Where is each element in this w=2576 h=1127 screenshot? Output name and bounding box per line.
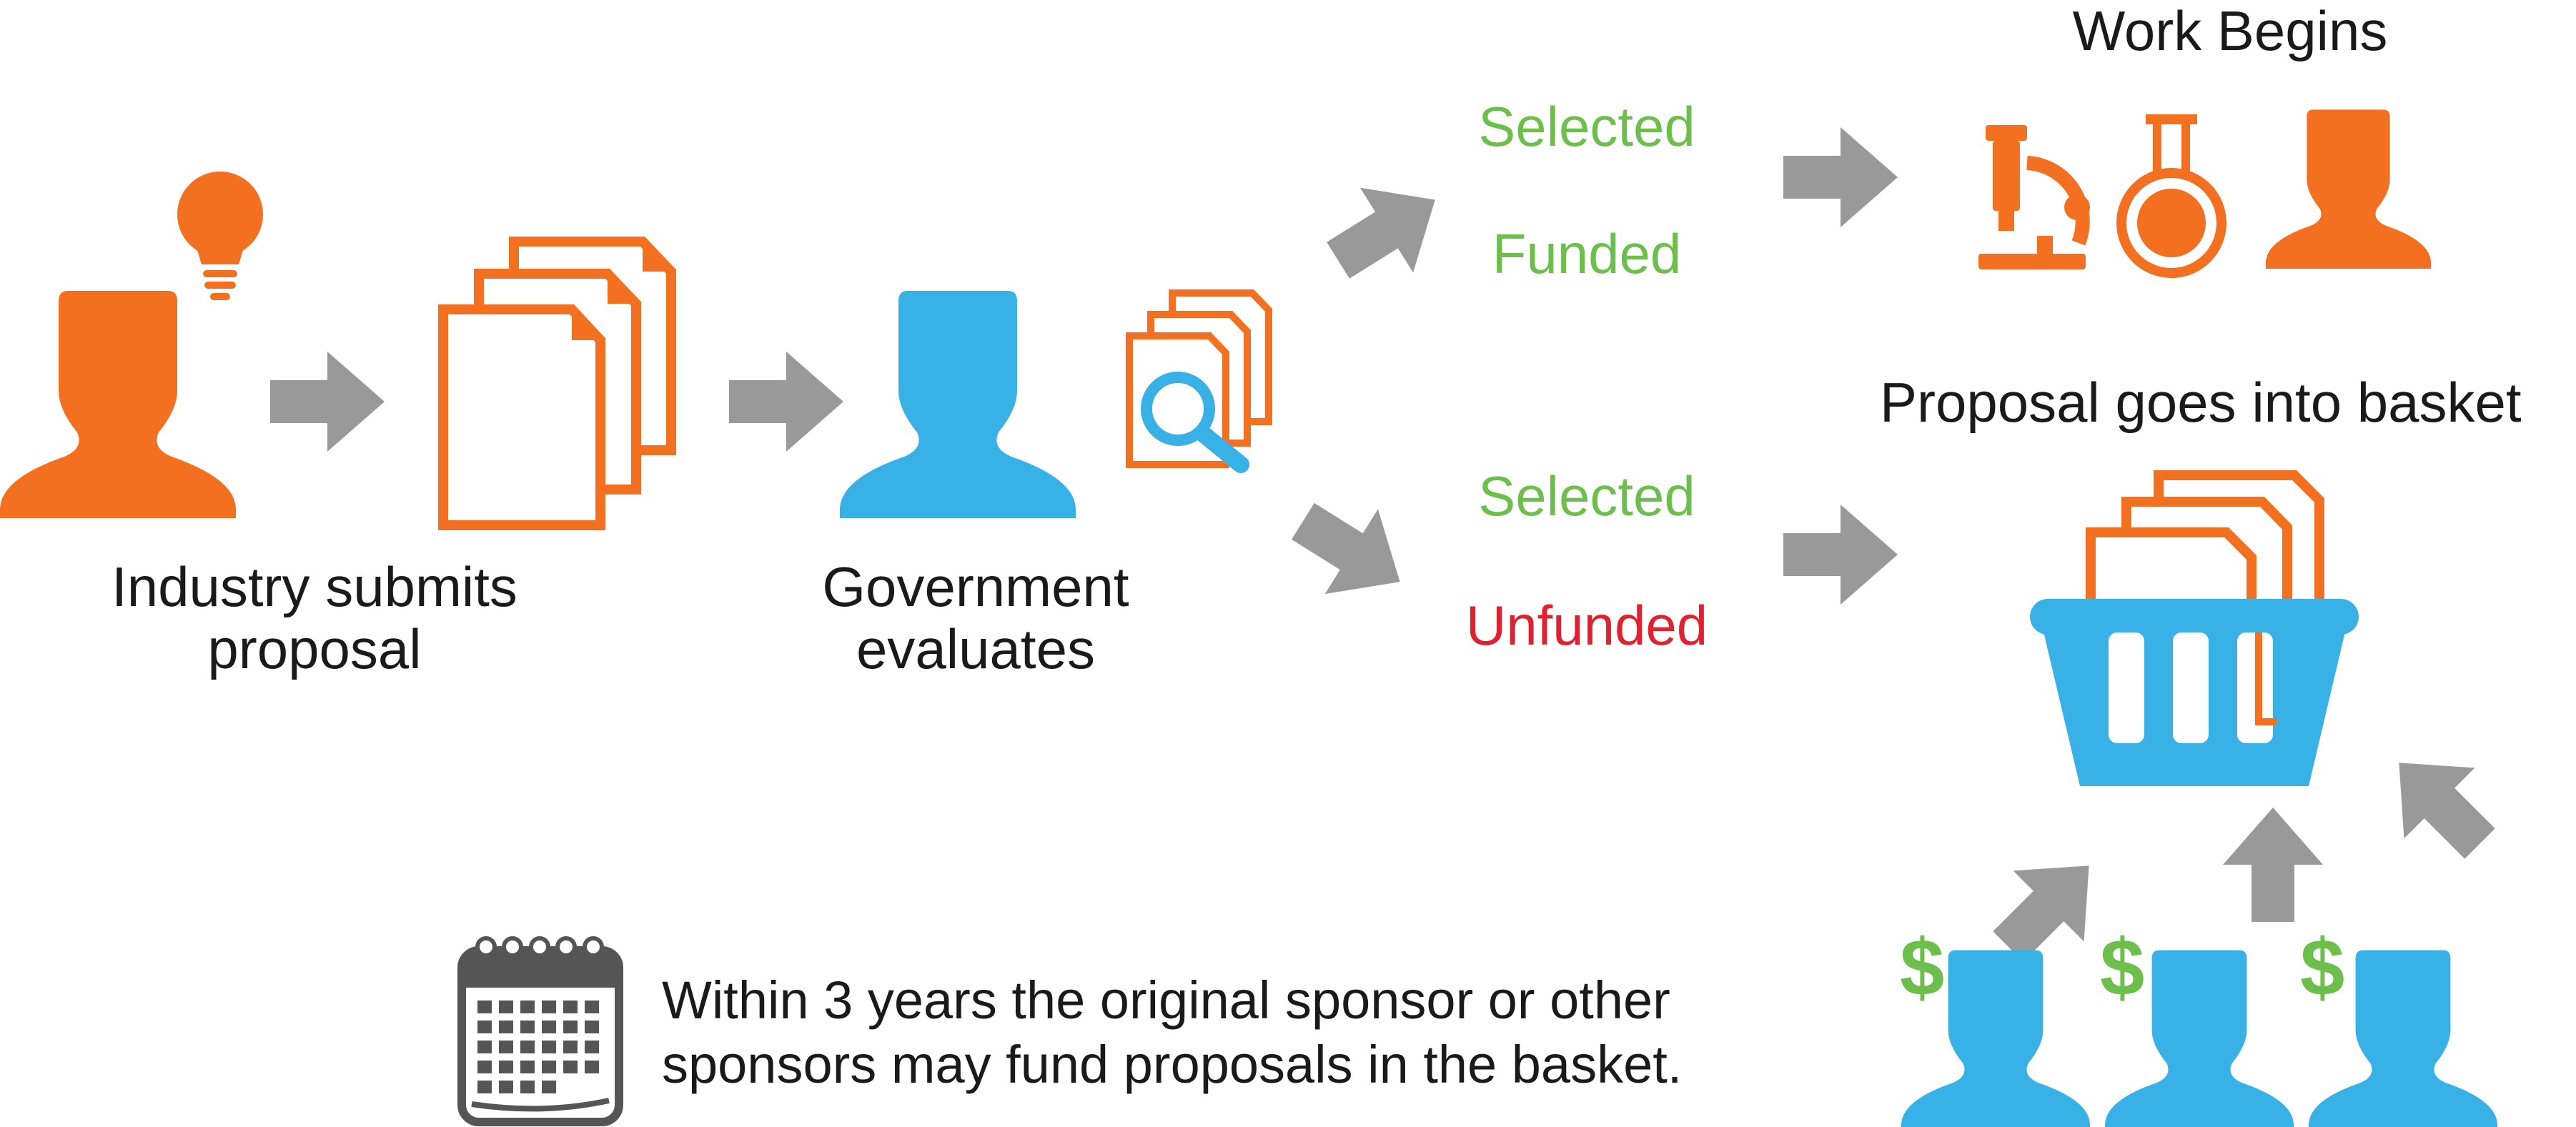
calendar-day — [542, 1001, 556, 1013]
calendar-day — [499, 1061, 513, 1073]
calendar-day — [477, 1001, 492, 1013]
work-begins-label: Work Begins — [2072, 0, 2388, 62]
calendar-day — [542, 1021, 556, 1033]
calendar-icon — [457, 936, 623, 1126]
top-selected-label: Selected — [1478, 95, 1695, 158]
calendar-day — [499, 1041, 513, 1053]
arrow-icon — [1783, 505, 1898, 605]
government-person-icon — [840, 291, 1076, 518]
industry-person-icon — [0, 291, 236, 518]
calendar-day — [477, 1061, 492, 1073]
calendar-grid — [477, 1001, 599, 1093]
calendar-day — [563, 1061, 578, 1073]
calendar-day — [542, 1061, 556, 1073]
calendar-day — [542, 1041, 556, 1053]
bottom-selected-label: Selected — [1478, 465, 1695, 527]
basket-icon — [2030, 599, 2359, 786]
industry-label: Industry submits proposal — [64, 555, 565, 681]
industry-label-line2: proposal — [207, 617, 422, 681]
top-funded-label: Funded — [1492, 222, 1682, 285]
basket-label: Proposal goes into basket — [1880, 371, 2522, 434]
calendar-day — [542, 1081, 556, 1093]
lightbulb-icon — [177, 172, 263, 300]
basket-note-line1: Within 3 years the original sponsor or o… — [662, 970, 1670, 1030]
dollar-icon: $ — [2300, 923, 2344, 1012]
person-icon — [840, 291, 1076, 518]
arrow-icon — [2223, 808, 2323, 922]
arrow-icon — [270, 352, 385, 452]
calendar-day — [477, 1021, 492, 1033]
government-label-line2: evaluates — [856, 617, 1095, 681]
industry-label-line1: Industry submits — [112, 555, 517, 618]
calendar-day — [477, 1041, 492, 1053]
person-icon — [0, 291, 236, 518]
calendar-day — [520, 1041, 535, 1053]
magnifier-icon — [1141, 372, 1249, 473]
bottom-unfunded-label: Unfunded — [1465, 594, 1708, 657]
dollar-icon: $ — [1900, 923, 1944, 1012]
dollar-icon: $ — [2100, 923, 2144, 1012]
calendar-day — [520, 1001, 535, 1013]
calendar-day — [585, 1021, 599, 1033]
flask-icon — [2116, 114, 2226, 278]
person-icon — [2266, 109, 2431, 269]
basket-note-line2: sponsors may fund proposals in the baske… — [662, 1035, 1683, 1095]
calendar-day — [499, 1021, 513, 1033]
calendar-day — [499, 1081, 513, 1093]
calendar-day — [520, 1081, 535, 1093]
government-label-line1: Government — [822, 555, 1129, 618]
calendar-day — [520, 1021, 535, 1033]
calendar-day — [477, 1081, 492, 1093]
arrow-icon — [729, 352, 843, 452]
calendar-day — [499, 1001, 513, 1013]
calendar-day — [585, 1041, 599, 1053]
arrow-icon — [2363, 727, 2515, 879]
calendar-day — [563, 1021, 578, 1033]
calendar-day — [563, 1041, 578, 1053]
government-label: Government evaluates — [736, 555, 1215, 681]
arrow-icon — [1783, 127, 1898, 227]
calendar-day — [585, 1061, 599, 1073]
documents-corner-icon — [572, 242, 671, 340]
calendar-day — [563, 1001, 578, 1013]
calendar-day — [585, 1001, 599, 1013]
microscope-icon — [1978, 125, 2090, 269]
basket-note: Within 3 years the original sponsor or o… — [662, 968, 1682, 1098]
calendar-day — [520, 1061, 535, 1073]
worker-person-icon — [2266, 109, 2431, 269]
documents-icon — [438, 237, 676, 530]
